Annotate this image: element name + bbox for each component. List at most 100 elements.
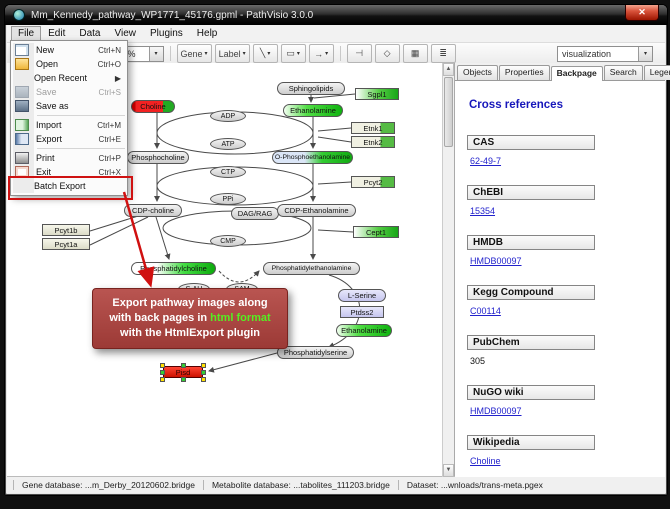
scroll-up-icon[interactable]: ▲ (443, 63, 454, 76)
label-tool-button[interactable]: Label▾ (214, 44, 250, 63)
pathway-node[interactable]: Etnk1 (351, 122, 395, 134)
pathway-node[interactable]: Ethanolamine (283, 104, 343, 117)
pathway-node[interactable]: CTP (210, 166, 246, 178)
file-menu-item-new[interactable]: New Ctrl+N (11, 43, 127, 57)
side-panel-tabs: Objects Properties Backpage Search Legen… (455, 63, 670, 81)
shape-tool-button[interactable]: ▭▾ (280, 44, 306, 63)
menu-file[interactable]: File (11, 26, 42, 41)
dropdown-icon: ▾ (242, 51, 246, 57)
pathway-node[interactable]: ADP (210, 110, 246, 122)
template-button[interactable]: ◇ (374, 44, 400, 63)
xref-link[interactable]: C00114 (470, 306, 501, 316)
visualization-combobox[interactable]: visualization ▾ (557, 45, 653, 62)
pathway-node[interactable]: Pcyt1b (42, 224, 90, 236)
xref-link[interactable]: HMDB00097 (470, 256, 522, 266)
pathway-node[interactable]: O-Phosphoethanolamine (272, 151, 353, 164)
close-button[interactable]: ✕ (625, 5, 659, 21)
backpage-panel: Cross references CAS 62-49-7 ChEBI 15354… (455, 80, 665, 477)
menu-item-label: Batch Export (34, 181, 86, 191)
xref-link[interactable]: 15354 (470, 206, 496, 216)
stack-button[interactable]: ≣ (430, 44, 456, 63)
file-menu-item-import[interactable]: Import Ctrl+M (11, 118, 127, 132)
dropdown-icon: ▾ (267, 51, 271, 57)
menu-item-label: Print (36, 153, 55, 163)
pathway-node[interactable]: Cept1 (353, 226, 399, 238)
gene-button-label: Gene (180, 48, 203, 59)
main-area: ▲ ▼ Objects Properties Backpage Search L… (7, 63, 670, 477)
arrow-tool-button[interactable]: →▾ (308, 44, 334, 63)
tab-backpage[interactable]: Backpage (550, 66, 603, 81)
xref-link[interactable]: 62-49-7 (470, 156, 502, 166)
pathway-node[interactable]: SAM (226, 283, 258, 295)
align-button[interactable]: ▦ (402, 44, 428, 63)
tab-objects[interactable]: Objects (457, 65, 498, 80)
xref-name: NuGO wiki (467, 385, 595, 400)
scrollbar-thumb[interactable] (444, 77, 453, 147)
xref-link[interactable]: HMDB00097 (470, 406, 522, 416)
pathway-node[interactable]: ATP (210, 138, 246, 150)
window-title: Mm_Kennedy_pathway_WP1771_45176.gpml - P… (31, 9, 314, 21)
pathway-node[interactable]: Phosphatidylethanolamine (263, 262, 360, 275)
pathway-node[interactable]: Ethanolamine (336, 324, 392, 337)
menu-item-shortcut: Ctrl+X (98, 167, 121, 177)
pathway-node[interactable]: Ptdss2 (340, 306, 384, 318)
open-folder-icon (15, 58, 29, 70)
tab-legend[interactable]: Legend (643, 65, 670, 80)
pathway-node[interactable]: DAG/RAG (231, 207, 279, 220)
file-menu-item-save-as[interactable]: Save as (11, 99, 127, 113)
gene-datanode-button[interactable]: Gene▾ (176, 44, 212, 63)
xref-section-cas: CAS 62-49-7 (467, 135, 653, 169)
menu-plugins[interactable]: Plugins (149, 28, 183, 39)
pathway-node[interactable]: L-Serine (338, 289, 386, 302)
menu-item-shortcut: Ctrl+E (98, 134, 121, 144)
file-menu-item-batch-export[interactable]: Batch Export (11, 179, 127, 193)
file-menu-item-save[interactable]: Save Ctrl+S (11, 85, 127, 99)
print-icon (15, 152, 29, 164)
pathway-node[interactable]: Pcyt2 (351, 176, 395, 188)
file-menu-item-open[interactable]: Open Ctrl+O (11, 57, 127, 71)
xref-name: HMDB (467, 235, 595, 250)
file-menu-item-print[interactable]: Print Ctrl+P (11, 151, 127, 165)
visualization-dropdown-icon[interactable]: ▾ (638, 46, 652, 61)
pathway-node[interactable]: CDP-choline (124, 204, 182, 217)
status-dataset: Dataset: ...wnloads/trans-meta.pgex (397, 480, 551, 490)
menu-item-shortcut: Ctrl+M (97, 120, 121, 130)
canvas-vertical-scrollbar[interactable]: ▲ ▼ (442, 63, 454, 477)
title-bar[interactable]: Mm_Kennedy_pathway_WP1771_45176.gpml - P… (5, 5, 667, 25)
xref-link[interactable]: Choline (470, 456, 501, 466)
toolbar-separator (339, 46, 341, 61)
file-menu-item-export[interactable]: Export Ctrl+E (11, 132, 127, 146)
pathway-node[interactable]: Phosphocholine (127, 151, 189, 164)
menu-help[interactable]: Help (196, 28, 218, 39)
pathway-node[interactable]: Choline (131, 100, 175, 113)
line-tool-button[interactable]: ╲▾ (252, 44, 278, 63)
exit-icon (15, 166, 29, 178)
menu-data[interactable]: Data (79, 28, 101, 39)
file-menu-item-open-recent[interactable]: Open Recent ▶ (11, 71, 127, 85)
menu-item-label: Save (36, 87, 57, 97)
scroll-down-icon[interactable]: ▼ (443, 464, 454, 477)
pathway-node[interactable]: Sphingolipids (277, 82, 345, 95)
tab-properties[interactable]: Properties (498, 65, 550, 80)
pathway-node[interactable]: PPi (210, 193, 246, 205)
pathway-node[interactable]: Phosphatidylserine (277, 346, 354, 359)
pathway-node[interactable]: CMP (210, 235, 246, 247)
tab-search[interactable]: Search (603, 65, 643, 80)
pathway-node[interactable]: S-AH (178, 283, 210, 295)
menu-edit[interactable]: Edit (48, 28, 66, 39)
submenu-arrow-icon: ▶ (114, 73, 121, 83)
pathway-node[interactable]: Sgpl1 (355, 88, 399, 100)
menu-item-shortcut: Ctrl+S (98, 87, 121, 97)
pathway-node-selected[interactable]: Pisd (163, 366, 203, 378)
tbar-interaction-button[interactable]: ⊣ (346, 44, 372, 63)
menu-view[interactable]: View (114, 28, 136, 39)
status-bar: Gene database: ...m_Derby_20120602.bridg… (7, 476, 665, 493)
menu-item-label: Open Recent (34, 73, 88, 83)
pathway-node[interactable]: Pcyt1a (42, 238, 90, 250)
pathway-node[interactable]: CDP-Ethanolamine (277, 204, 356, 217)
stack-icon: ≣ (439, 48, 447, 58)
pathway-node[interactable]: Etnk2 (351, 136, 395, 148)
file-menu-item-exit[interactable]: Exit Ctrl+X (11, 165, 127, 179)
zoom-dropdown-icon[interactable]: ▾ (148, 46, 163, 61)
pathway-node[interactable]: Phosphatidylcholine (131, 262, 216, 275)
